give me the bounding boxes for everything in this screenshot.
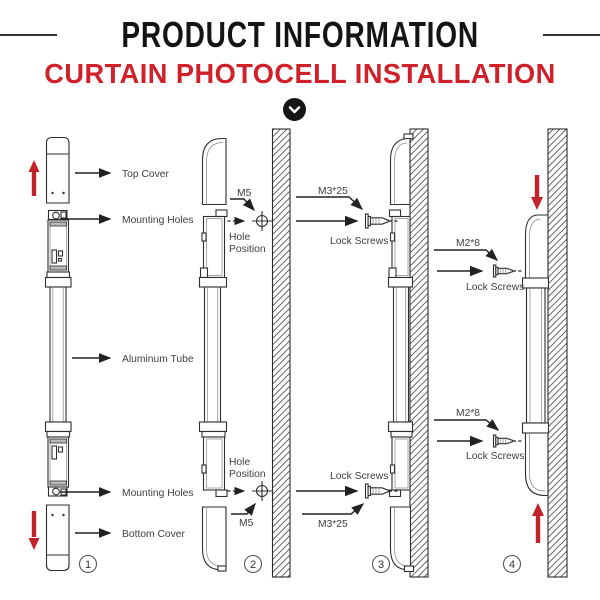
wall-hatched: [409, 128, 429, 578]
hole-position-marker-top: [252, 211, 272, 231]
wall-hatched: [547, 128, 568, 578]
bottom-cover-side-shape: [201, 506, 227, 572]
label-mounting-holes-bottom: Mounting Holes: [122, 488, 194, 499]
m3-leader-top: [296, 196, 364, 210]
title-row: PRODUCT INFORMATION: [0, 17, 600, 53]
m3-leader-bottom: [302, 503, 365, 515]
svg-text:2: 2: [250, 559, 256, 571]
svg-text:1: 1: [85, 559, 91, 571]
red-down-arrow-icon: [28, 511, 40, 550]
page-subtitle: CURTAIN PHOTOCELL INSTALLATION: [44, 58, 556, 89]
step-1-diagram: Top Cover Mounting Holes Aluminum Tube M…: [28, 136, 194, 574]
step-number-badge-2: 2: [243, 554, 263, 574]
label-hole-position-top: Hole: [229, 232, 250, 243]
step-number-badge-3: 3: [371, 554, 391, 574]
label-lock-screws-bottom: Lock Screws: [466, 451, 524, 462]
label-aluminum-tube: Aluminum Tube: [122, 354, 194, 365]
m5-leader-bottom: [231, 502, 256, 516]
step-number-badge-4: 4: [502, 554, 522, 574]
label-top-cover: Top Cover: [122, 169, 169, 180]
wall-hatched: [271, 128, 291, 578]
svg-text:3: 3: [378, 559, 384, 571]
red-up-arrow-icon: [28, 160, 40, 196]
label-lock-screws-top: Lock Screws: [330, 236, 388, 247]
header: PRODUCT INFORMATION CURTAIN PHOTOCELL IN…: [0, 0, 600, 121]
m2-leader-bottom: [434, 419, 500, 431]
label-lock-screws-top: Lock Screws: [466, 282, 524, 293]
label-m3-top: M3*25: [318, 186, 348, 197]
label-m5-bottom: M5: [239, 518, 254, 529]
title-rule-left: [0, 34, 57, 36]
bottom-cover-shape: [45, 504, 70, 572]
photocell-mounted-profile: [387, 209, 414, 498]
step-4-diagram: M2*8 Lock Screws M2*8 Lock Screws 4: [434, 128, 568, 578]
step-2-diagram: M5 Hole Position Hole Position M5 2: [198, 128, 291, 578]
assembled-photocell-shape: [521, 214, 550, 497]
top-cover-mounted-shape: [389, 133, 414, 206]
label-m2-top: M2*8: [456, 238, 480, 249]
red-up-arrow-icon: [532, 503, 544, 543]
red-down-arrow-icon: [531, 175, 543, 210]
page-title: PRODUCT INFORMATION: [121, 14, 479, 55]
step-number-badge-1: 1: [78, 554, 98, 574]
aluminum-tube-shape: [49, 286, 67, 423]
title-rule-right: [543, 34, 600, 36]
m2-leader-top: [434, 248, 499, 261]
svg-text:Position: Position: [229, 244, 266, 255]
label-mounting-holes-top: Mounting Holes: [122, 215, 194, 226]
label-m2-bottom: M2*8: [456, 408, 480, 419]
photocell-side-profile: [198, 209, 228, 498]
label-lock-screws-bottom: Lock Screws: [330, 471, 388, 482]
label-m5-top: M5: [237, 188, 252, 199]
label-m3-bottom: M3*25: [318, 519, 348, 530]
label-hole-position-bottom: Hole: [229, 457, 250, 468]
sensor-head-top: [44, 209, 72, 288]
step-3-diagram: M3*25 Lock Screws Lock Screws M3*25 3: [296, 128, 429, 578]
svg-text:4: 4: [509, 559, 515, 571]
chevron-down-icon: [283, 98, 306, 121]
hole-position-marker-bottom: [252, 481, 272, 501]
svg-text:Position: Position: [229, 469, 266, 480]
sensor-head-bottom: [44, 421, 72, 497]
bottom-cover-mounted-shape: [389, 506, 415, 573]
top-cover-side-shape: [201, 137, 227, 206]
m5-leader-top: [230, 198, 255, 212]
label-bottom-cover: Bottom Cover: [122, 529, 186, 540]
top-cover-shape: [45, 136, 70, 204]
